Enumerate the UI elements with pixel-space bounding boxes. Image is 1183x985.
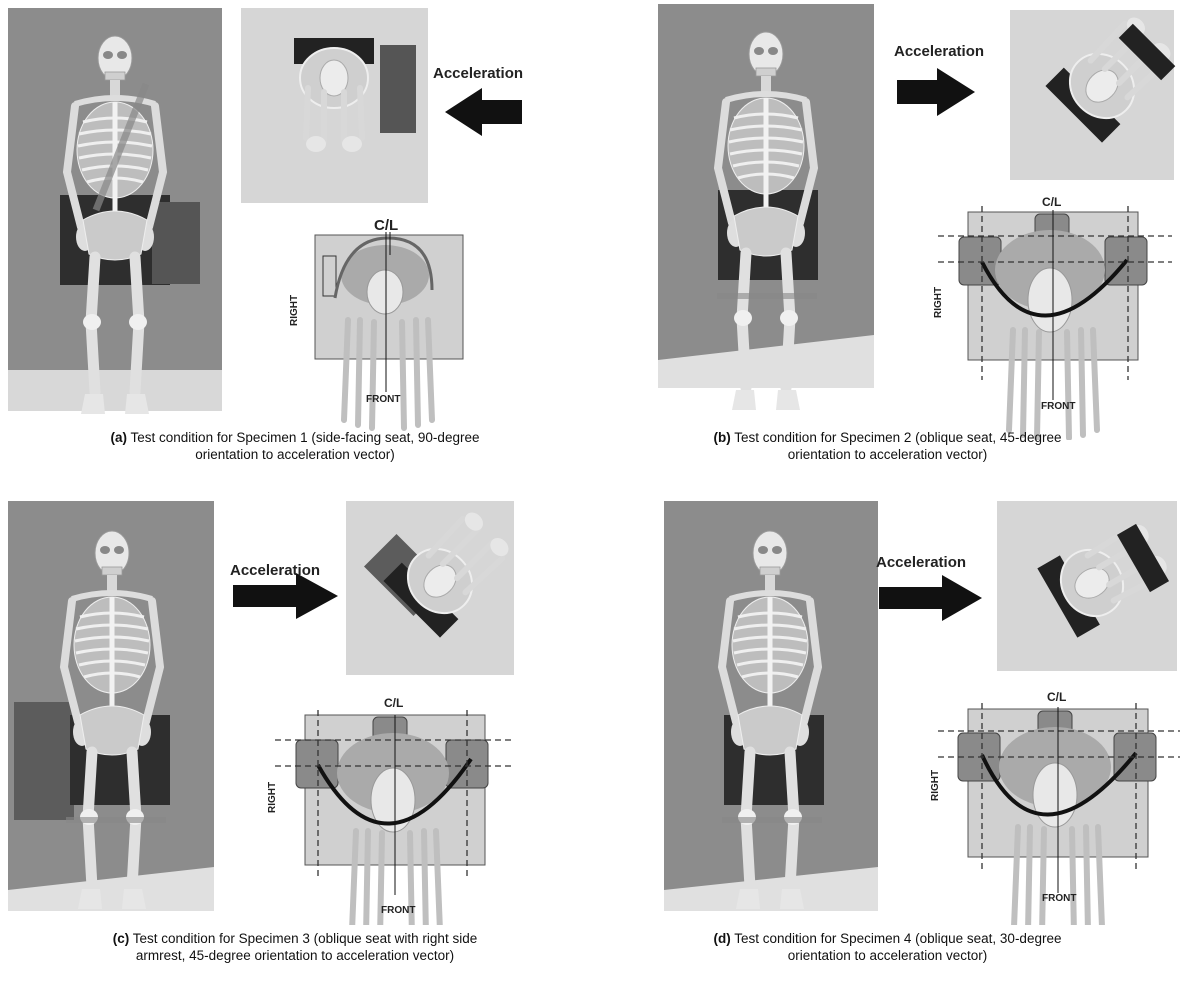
panel-b: Acceleration C/L RIGHT FRONT (b) Test co… <box>592 0 1183 490</box>
front-label: FRONT <box>366 394 400 405</box>
caption-text: Test condition for Specimen 2 (oblique s… <box>731 430 1062 445</box>
cl-label: C/L <box>374 217 398 234</box>
acceleration-arrow-right <box>879 575 982 621</box>
front-label: FRONT <box>1041 401 1075 412</box>
acceleration-label: Acceleration <box>433 65 523 82</box>
cl-label: C/L <box>1042 195 1061 209</box>
caption-letter: (a) <box>111 430 128 445</box>
panel-c: Acceleration C/L RIGHT FRONT (c) Test co… <box>0 495 590 985</box>
caption-text: orientation to acceleration vector) <box>195 447 395 462</box>
cl-label: C/L <box>384 696 403 710</box>
caption-text: Test condition for Specimen 1 (side-faci… <box>127 430 479 445</box>
caption-letter: (c) <box>113 931 130 946</box>
panel-b-figure: Acceleration C/L RIGHT FRONT <box>592 0 1183 440</box>
acceleration-arrow-right <box>897 68 975 116</box>
right-label: RIGHT <box>930 770 941 801</box>
caption-b: (b) Test condition for Specimen 2 (obliq… <box>592 429 1183 463</box>
right-label: RIGHT <box>933 287 944 318</box>
right-label: RIGHT <box>267 782 278 813</box>
panel-a: Acceleration C/L RIGHT FRONT (a) Test co… <box>0 0 590 490</box>
caption-text: orientation to acceleration vector) <box>788 447 988 462</box>
armrest-block <box>14 702 74 820</box>
cl-label: C/L <box>1047 690 1066 704</box>
caption-text: Test condition for Specimen 3 (oblique s… <box>129 931 477 946</box>
caption-d: (d) Test condition for Specimen 4 (obliq… <box>592 930 1183 964</box>
acceleration-arrow-left <box>445 88 522 136</box>
caption-text: armrest, 45-degree orientation to accele… <box>136 948 454 963</box>
front-label: FRONT <box>1042 893 1076 904</box>
panel-d-figure: Acceleration C/L RIGHT FRONT <box>592 495 1183 925</box>
acceleration-arrow-right <box>233 573 338 619</box>
panel-d: Acceleration C/L RIGHT FRONT (d) Test co… <box>592 495 1183 985</box>
caption-letter: (b) <box>714 430 731 445</box>
acceleration-label: Acceleration <box>894 43 984 60</box>
acceleration-label: Acceleration <box>230 562 320 579</box>
caption-text: Test condition for Specimen 4 (oblique s… <box>731 931 1062 946</box>
front-label: FRONT <box>381 905 415 916</box>
caption-letter: (d) <box>714 931 731 946</box>
acceleration-label: Acceleration <box>876 554 966 571</box>
right-label: RIGHT <box>289 295 300 326</box>
caption-text: orientation to acceleration vector) <box>788 948 988 963</box>
panel-c-figure: Acceleration C/L RIGHT FRONT <box>0 495 590 925</box>
panel-a-figure: Acceleration C/L RIGHT FRONT <box>0 0 590 440</box>
armrest-block <box>152 202 200 284</box>
caption-a: (a) Test condition for Specimen 1 (side-… <box>0 429 590 463</box>
caption-c: (c) Test condition for Specimen 3 (obliq… <box>0 930 590 964</box>
